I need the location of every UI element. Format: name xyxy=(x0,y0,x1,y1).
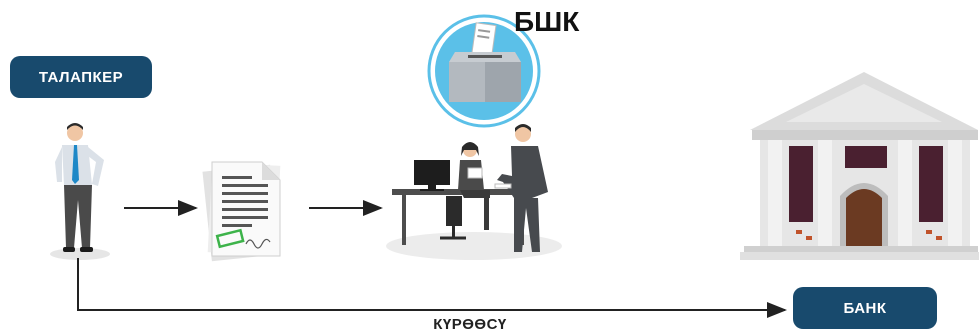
office-desk-workers-icon xyxy=(386,124,562,260)
deposit-label: КҮРӨӨСҮ xyxy=(433,316,507,333)
bank-building-icon xyxy=(740,72,979,260)
businessman-person-icon xyxy=(50,123,110,260)
commission-label: БШК xyxy=(514,6,580,37)
bank-label: БАНК xyxy=(793,287,937,329)
deposit-arrow xyxy=(77,258,787,318)
candidate-label: ТАЛАПКЕР xyxy=(10,56,152,98)
ballot-box-icon xyxy=(427,14,541,128)
document-stack-icon xyxy=(202,161,281,262)
